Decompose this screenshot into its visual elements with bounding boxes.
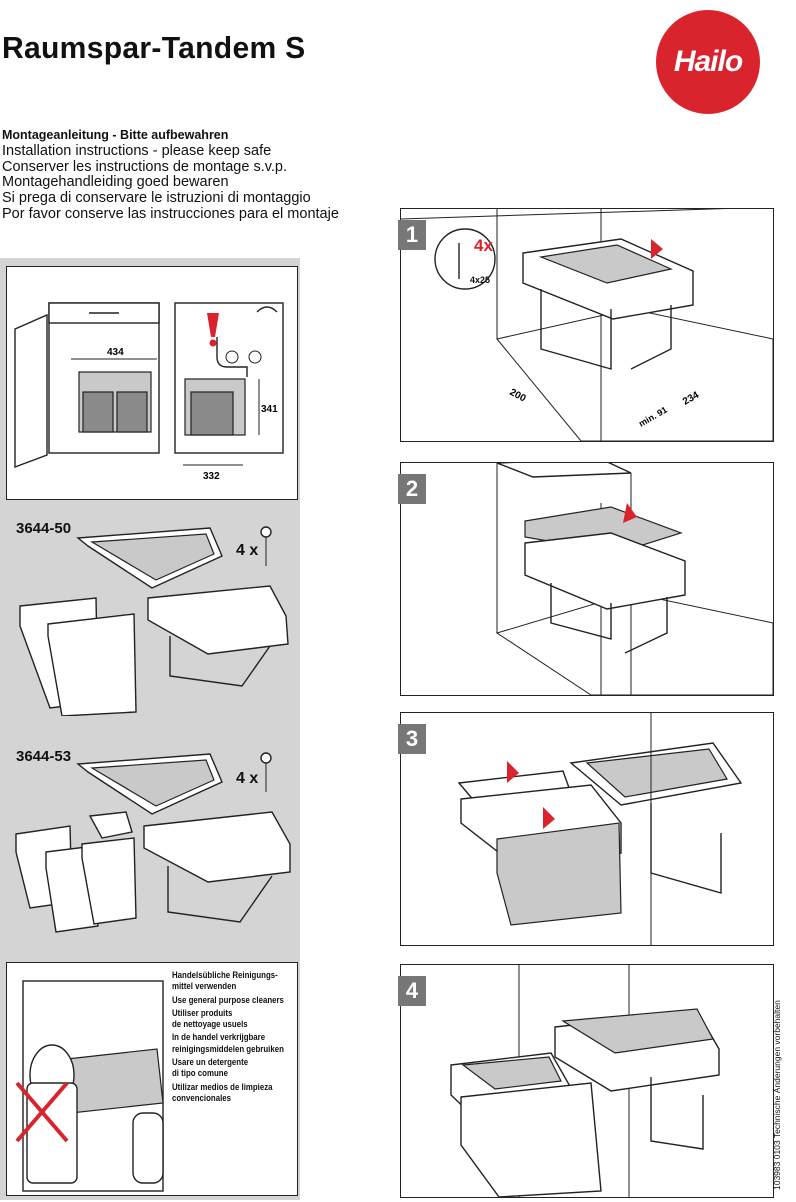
dimension-b: min. 91 xyxy=(637,405,669,429)
height-dimension: 341 xyxy=(261,404,278,415)
cleaning-notes: Handelsübliche Reinigungs- mittel verwen… xyxy=(172,970,284,1104)
cleaning-it: Usare un detergente xyxy=(172,1057,249,1069)
step-number-badge: 3 xyxy=(398,724,426,754)
step-4-drawing xyxy=(450,965,720,1198)
cleaning-fr: Utiliser produits xyxy=(172,1007,233,1019)
cleaning-drawing xyxy=(15,980,164,1192)
step-2-panel xyxy=(400,458,774,696)
page-title: Raumspar-Tandem S xyxy=(2,30,306,65)
model-50-parts-drawing xyxy=(19,526,289,716)
screw-size: 4x25 xyxy=(470,275,491,285)
instruction-fr: Conserver les instructions de montage s.… xyxy=(2,158,288,175)
cleaning-es: Utilizar medios de limpieza xyxy=(172,1081,273,1093)
step-number-badge: 4 xyxy=(398,976,426,1006)
cleaning-panel xyxy=(6,962,298,1196)
instruction-de: Montageanleitung - Bitte aufbewahren xyxy=(2,128,229,142)
document-code: 103983 0103 Technische Änderungen vorbeh… xyxy=(772,1000,782,1190)
dimension-panel: 434 341 332 xyxy=(6,266,298,500)
logo-text: Hailo xyxy=(673,45,743,78)
arrow-icon xyxy=(623,503,637,523)
instruction-en: Installation instructions - please keep … xyxy=(2,142,272,159)
arrow-icon xyxy=(543,807,555,829)
model-code: 3644-53 xyxy=(16,748,72,765)
step-1-drawing: 200 min. 91 234 xyxy=(400,206,774,442)
cleaning-nl: reinigingsmiddelen gebruiken xyxy=(172,1043,284,1055)
cleaning-de: Handelsübliche Reinigungs- xyxy=(172,970,278,981)
model-code: 3644-50 xyxy=(16,520,72,537)
cleaning-en: Use general purpose cleaners xyxy=(172,994,284,1006)
arrow-icon xyxy=(651,239,663,259)
step-3-panel xyxy=(400,712,774,946)
cleaning-fr: de nettoyage usuels xyxy=(172,1019,248,1031)
step-2-drawing xyxy=(495,458,774,696)
instruction-es: Por favor conserve las instrucciones par… xyxy=(2,205,339,222)
step-1-panel: 200 min. 91 234 xyxy=(400,206,774,442)
model-53-parts-drawing xyxy=(15,752,291,933)
dimension-a: 200 xyxy=(508,387,528,405)
instruction-notes: Montageanleitung - Bitte aufbewahren Ins… xyxy=(2,128,339,223)
cleaning-de: mittel verwenden xyxy=(172,981,237,993)
screw-quantity: 4 x xyxy=(236,542,259,559)
screw-icon xyxy=(260,752,272,764)
step-number-badge: 2 xyxy=(398,474,426,504)
screw-quantity: 4 x xyxy=(236,770,259,787)
instruction-it: Si prega di conservare le istruzioni di … xyxy=(2,190,311,207)
cleaning-es: convencionales xyxy=(172,1092,232,1104)
screw-icon xyxy=(260,526,272,538)
arrow-icon xyxy=(507,761,519,783)
dimension-c: 234 xyxy=(681,390,701,408)
screw-count: 4x xyxy=(474,236,493,255)
depth-dimension: 332 xyxy=(203,471,220,482)
cleaning-nl: In de handel verkrijgbare xyxy=(172,1032,266,1044)
instruction-nl: Montagehandleiding goed bewaren xyxy=(2,174,229,191)
width-dimension: 434 xyxy=(107,347,124,358)
cabinet-dimension-drawing: 434 341 332 xyxy=(14,302,284,482)
cleaning-it: di tipo comune xyxy=(172,1068,228,1080)
step-number-badge: 1 xyxy=(398,220,426,250)
step-4-panel xyxy=(400,964,774,1198)
step-3-drawing xyxy=(457,713,743,945)
hailo-logo: Hailo xyxy=(656,10,760,114)
